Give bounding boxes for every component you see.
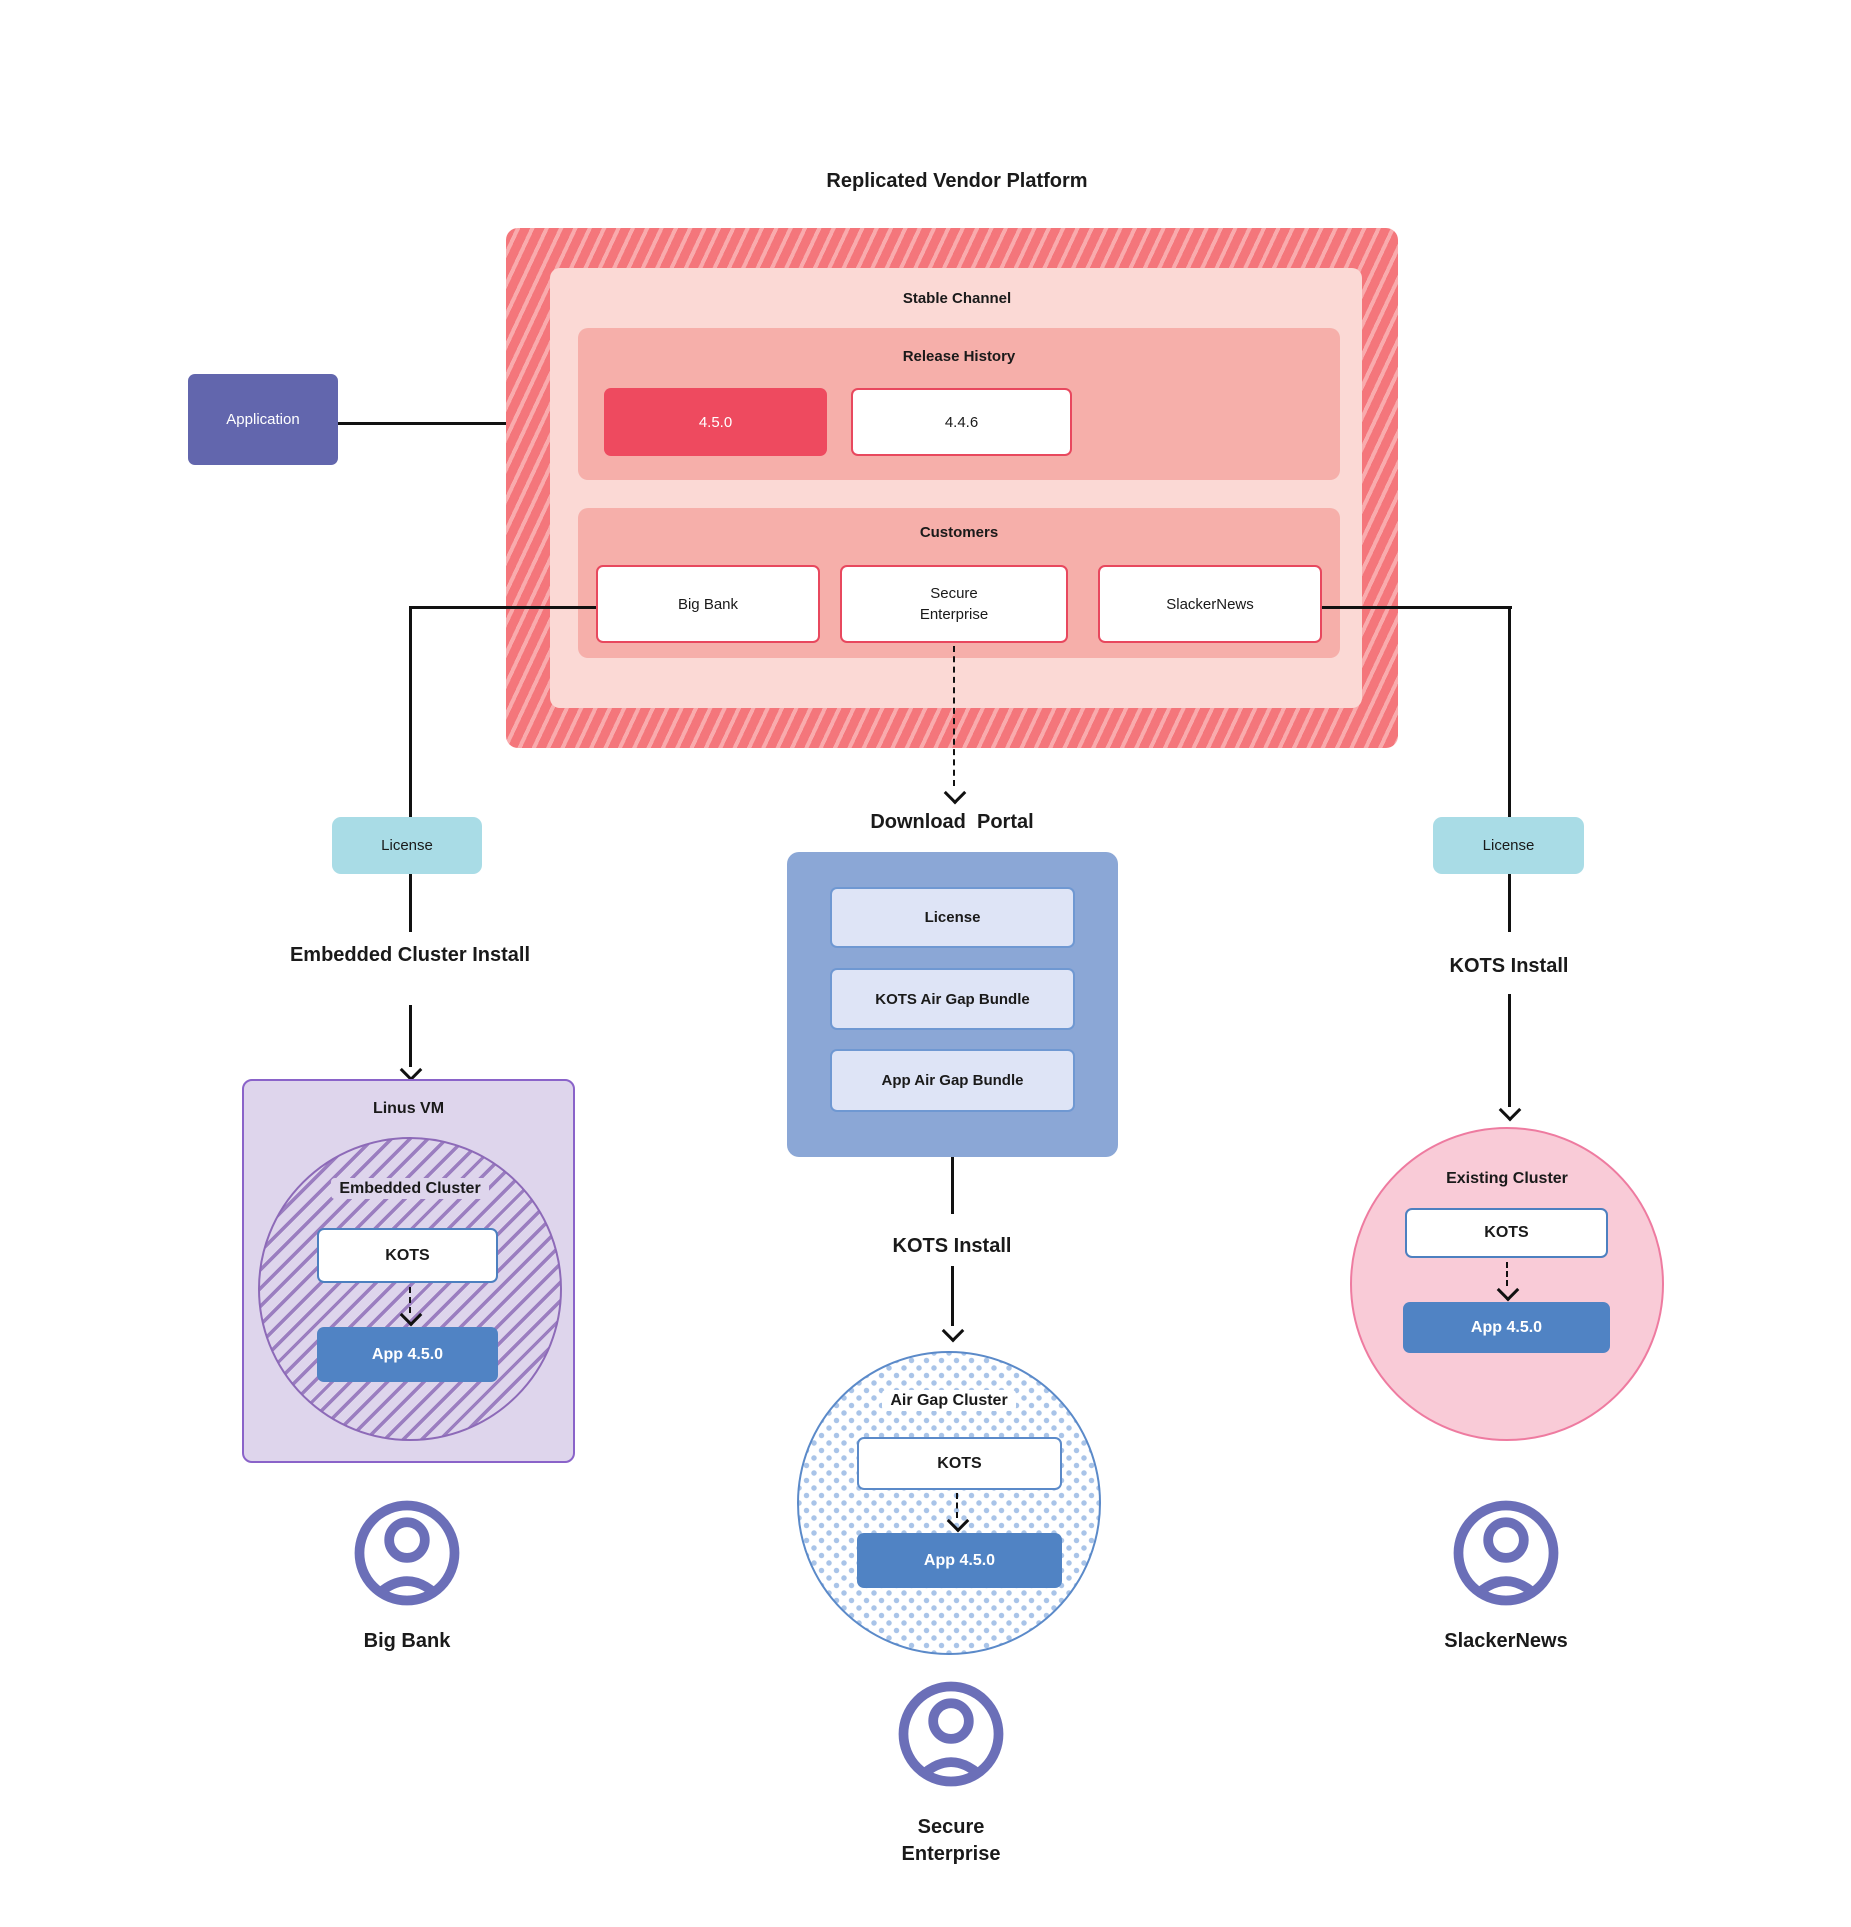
embedded-cluster-install-label: Embedded Cluster Install bbox=[289, 944, 531, 966]
portal-license-label: License bbox=[924, 909, 981, 926]
application-label: Application bbox=[226, 411, 300, 428]
left-license-line bbox=[409, 874, 412, 932]
secure-enterprise-dashed-line bbox=[953, 646, 955, 786]
portal-kots-bundle-box: KOTS Air Gap Bundle bbox=[830, 968, 1075, 1030]
customer-slackernews: SlackerNews bbox=[1098, 565, 1322, 643]
release-446-label: 4.4.6 bbox=[944, 413, 979, 431]
middle-person-label: Secure Enterprise bbox=[901, 1816, 1001, 1865]
right-kots-install-label: KOTS Install bbox=[1449, 955, 1569, 977]
left-license-box: License bbox=[332, 817, 482, 874]
bigbank-connector-vertical bbox=[409, 606, 412, 819]
portal-kots-bundle-label: KOTS Air Gap Bundle bbox=[875, 990, 1030, 1008]
download-portal-title: Download Portal bbox=[870, 811, 1034, 833]
right-kots-label: KOTS bbox=[1484, 1224, 1529, 1241]
person-icon bbox=[1453, 1500, 1559, 1606]
middle-app-label: App 4.5.0 bbox=[923, 1551, 996, 1569]
left-app-label: App 4.5.0 bbox=[371, 1345, 444, 1363]
right-license-label: License bbox=[1482, 837, 1535, 854]
stable-channel-label: Stable Channel bbox=[902, 290, 1012, 307]
air-gap-cluster-label: Air Gap Cluster bbox=[807, 1390, 1091, 1411]
right-person-label: SlackerNews bbox=[1444, 1630, 1568, 1652]
right-app-label: App 4.5.0 bbox=[1470, 1318, 1543, 1336]
left-license-label: License bbox=[381, 837, 433, 854]
customers-label: Customers bbox=[919, 524, 999, 541]
left-kots-label: KOTS bbox=[385, 1246, 430, 1264]
release-450-label: 4.5.0 bbox=[698, 413, 733, 431]
person-icon bbox=[354, 1500, 460, 1606]
right-license-box: License bbox=[1433, 817, 1584, 874]
existing-cluster-label: Existing Cluster bbox=[1446, 1170, 1568, 1187]
release-446-box: 4.4.6 bbox=[851, 388, 1072, 456]
right-install-arrow-head bbox=[1498, 1098, 1522, 1122]
secure-enterprise-dashed-head bbox=[943, 781, 967, 805]
embedded-cluster-label: Embedded Cluster bbox=[268, 1178, 552, 1199]
right-kots-box: KOTS bbox=[1405, 1208, 1608, 1258]
slackernews-connector-vertical bbox=[1508, 606, 1511, 819]
right-kots-app-dashed-line bbox=[1506, 1262, 1508, 1286]
customer-secure-enterprise: Secure Enterprise bbox=[840, 565, 1068, 643]
right-license-line bbox=[1508, 874, 1511, 932]
left-app-box: App 4.5.0 bbox=[317, 1327, 498, 1382]
middle-kots-app-dashed-line bbox=[956, 1493, 958, 1518]
release-history-label: Release History bbox=[902, 348, 1016, 365]
middle-kots-label: KOTS bbox=[937, 1454, 982, 1472]
application-box: Application bbox=[188, 374, 338, 465]
release-450-box: 4.5.0 bbox=[604, 388, 827, 456]
left-install-arrow-head bbox=[399, 1058, 423, 1082]
middle-kots-install-label: KOTS Install bbox=[892, 1235, 1012, 1257]
left-kots-app-dashed-line bbox=[409, 1287, 411, 1313]
customer-big-bank: Big Bank bbox=[596, 565, 820, 643]
slackernews-connector-horizontal bbox=[1322, 606, 1512, 609]
left-install-arrow-line bbox=[409, 1005, 412, 1067]
middle-app-box: App 4.5.0 bbox=[857, 1533, 1062, 1588]
arrow-application-to-release-line bbox=[338, 422, 590, 425]
right-app-box: App 4.5.0 bbox=[1403, 1302, 1610, 1353]
left-person-label: Big Bank bbox=[363, 1630, 451, 1652]
page-title: Replicated Vendor Platform bbox=[826, 170, 1088, 192]
portal-app-bundle-label: App Air Gap Bundle bbox=[881, 1072, 1024, 1089]
middle-install-arrow-head bbox=[941, 1319, 965, 1343]
customer-slackernews-label: SlackerNews bbox=[1166, 595, 1254, 613]
right-install-arrow-line bbox=[1508, 994, 1511, 1107]
customer-big-bank-label: Big Bank bbox=[677, 595, 739, 613]
customer-secure-enterprise-label: Secure Enterprise bbox=[919, 585, 989, 623]
portal-license-box: License bbox=[830, 887, 1075, 948]
portal-app-bundle-box: App Air Gap Bundle bbox=[830, 1049, 1075, 1112]
person-icon bbox=[898, 1681, 1004, 1787]
middle-install-arrow-line bbox=[951, 1266, 954, 1326]
left-kots-box: KOTS bbox=[317, 1228, 498, 1283]
portal-out-line bbox=[951, 1157, 954, 1214]
linus-vm-label: Linus VM bbox=[372, 1100, 445, 1117]
bigbank-connector-horizontal bbox=[410, 606, 596, 609]
middle-kots-box: KOTS bbox=[857, 1437, 1062, 1490]
